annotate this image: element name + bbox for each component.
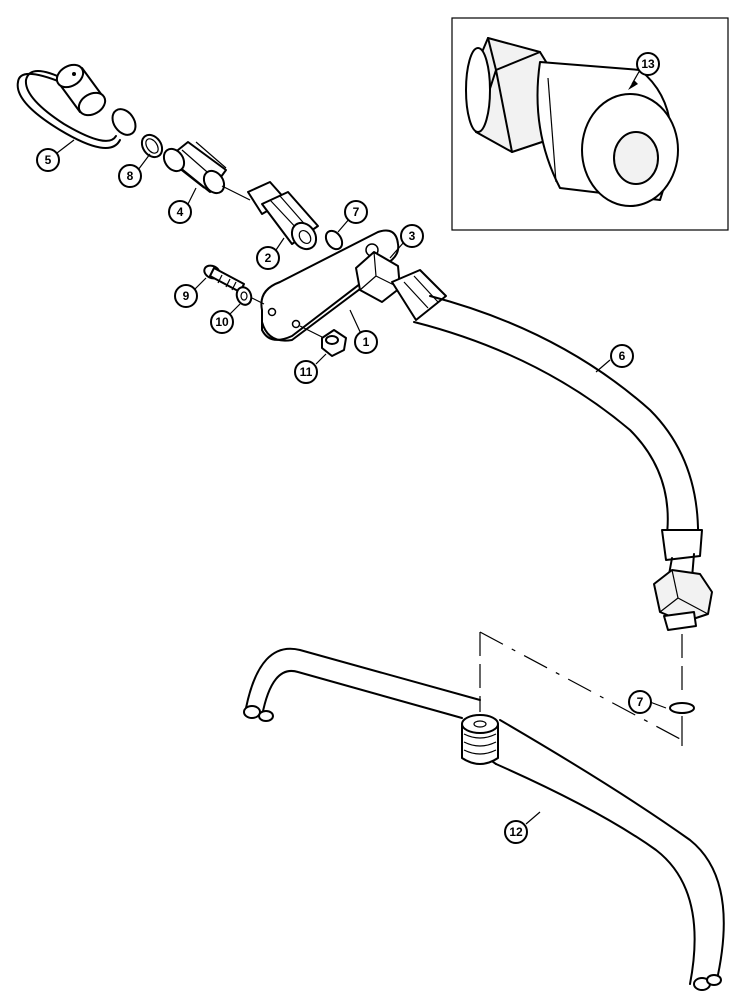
leader-lines (56, 139, 667, 825)
assembly-guide-lines (479, 631, 683, 746)
callout-9: 9 (174, 284, 198, 308)
coupler-body (162, 141, 251, 201)
svg-text:9: 9 (183, 289, 190, 303)
callout-11: 11 (294, 360, 318, 384)
adapter-fitting (247, 181, 319, 251)
callout-3: 3 (400, 224, 424, 248)
nut (321, 329, 347, 357)
callout-4: 4 (168, 200, 192, 224)
svg-text:10: 10 (215, 315, 229, 329)
svg-text:4: 4 (177, 205, 184, 219)
callout-6: 6 (610, 344, 634, 368)
callout-13: 13 (636, 52, 660, 76)
svg-text:7: 7 (637, 695, 644, 709)
retaining-ring-8 (140, 133, 164, 159)
washer (235, 286, 253, 306)
svg-text:5: 5 (45, 153, 52, 167)
svg-text:13: 13 (641, 57, 655, 71)
callout-7-upper: 7 (344, 200, 368, 224)
o-ring-7-lower (669, 702, 695, 714)
bolt (203, 264, 245, 293)
manifold-tube (243, 647, 725, 991)
o-ring-7-upper (324, 229, 344, 251)
dust-cap (16, 63, 121, 149)
callout-1: 1 (354, 330, 378, 354)
svg-text:6: 6 (619, 349, 626, 363)
o-ring-seal-upper (111, 108, 137, 136)
quick-coupler-detail (465, 37, 679, 207)
hydraulic-hose (413, 295, 713, 631)
svg-text:2: 2 (265, 251, 272, 265)
svg-text:8: 8 (127, 169, 134, 183)
inset-detail-panel (451, 17, 729, 231)
callout-5: 5 (36, 148, 60, 172)
svg-text:7: 7 (353, 205, 360, 219)
svg-text:12: 12 (509, 825, 523, 839)
callout-10: 10 (210, 310, 234, 334)
svg-text:3: 3 (409, 229, 416, 243)
bulkhead-fitting (355, 251, 447, 321)
callout-2: 2 (256, 246, 280, 270)
svg-text:1: 1 (363, 335, 370, 349)
svg-text:11: 11 (300, 365, 313, 379)
callout-7-lower: 7 (628, 690, 652, 714)
callout-12: 12 (504, 820, 528, 844)
callout-8: 8 (118, 164, 142, 188)
